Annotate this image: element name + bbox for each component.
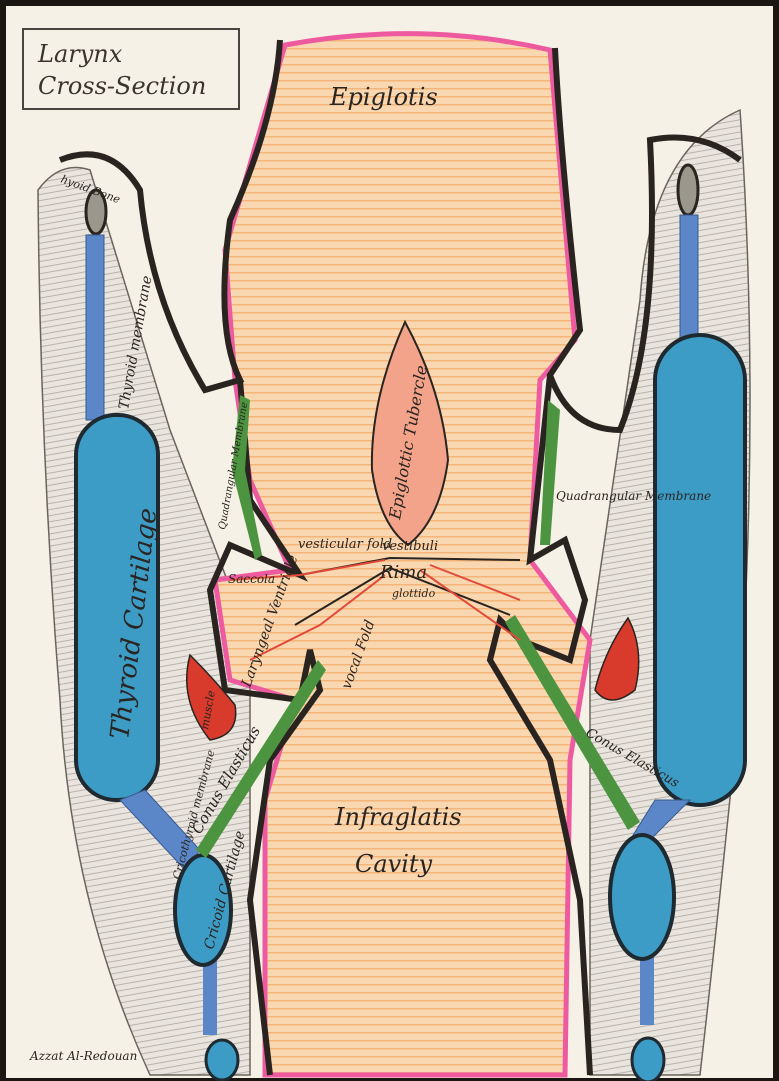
cavity-label: Cavity [355, 850, 433, 878]
title-line-1: Larynx [38, 40, 122, 68]
thyroid-membrane-left [86, 235, 104, 420]
epiglottis-label: Epiglotis [329, 83, 438, 111]
infraglottis-label: Infraglatis [334, 803, 462, 831]
rima-label: Rima [379, 562, 427, 583]
cricoid-cartilage-right [610, 835, 674, 959]
quadrangular-right-label: Quadrangular Membrane [556, 489, 711, 503]
vesticular-fold-label: vesticular fold [298, 537, 392, 552]
tracheal-ring-left [206, 1040, 238, 1080]
saccula-label: Saccola [228, 572, 275, 586]
author-label: Azzat Al-Redouan [29, 1049, 137, 1063]
trachea-membrane-left [203, 955, 217, 1035]
hyoid-bone-right [678, 165, 698, 215]
title-box: Larynx Cross-Section [22, 28, 240, 110]
vestibuli-label: vestibuli [382, 539, 438, 554]
tracheal-ring-right [632, 1038, 664, 1081]
trachea-membrane-right [640, 955, 654, 1025]
glottido-label: glottido [392, 587, 436, 600]
thyroid-membrane-right [680, 215, 698, 340]
thyroid-cartilage-right [655, 335, 745, 805]
title-line-2: Cross-Section [38, 72, 206, 100]
